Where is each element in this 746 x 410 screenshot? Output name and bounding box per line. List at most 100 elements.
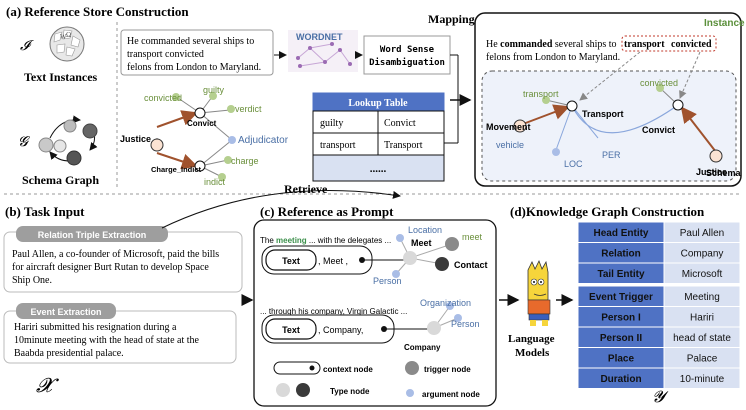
node-verdict: verdict [235, 104, 262, 114]
kg-value-text: Paul Allen [680, 228, 724, 239]
node-organization: Organization [420, 298, 471, 308]
schema-node-per: PER [602, 150, 621, 160]
text-node-1 [265, 249, 317, 271]
event-text-line: 10minute meeting with the head of state … [14, 335, 200, 346]
text-node-2 [265, 318, 317, 340]
svg-text:Ω: Ω [66, 31, 71, 39]
meet-graph [392, 234, 459, 278]
schema-label: Schema [706, 168, 742, 178]
schema-node-transport-small: transport [523, 89, 559, 99]
sentence-line-1: He commanded several ships to [127, 36, 254, 47]
legend [273, 361, 419, 397]
text-instances-symbol: 𝓘 [20, 39, 34, 54]
schema-graph-label: Schema Graph [22, 173, 99, 187]
x-symbol: 𝓧 [36, 375, 59, 397]
wordnet-icon [288, 30, 358, 72]
instance-sentence-line-1: He commanded several ships to [486, 39, 617, 50]
section-c-title: (c) Reference as Prompt [260, 204, 394, 219]
kg-value-text: Meeting [684, 292, 720, 303]
schema-node-justice: Justice [696, 167, 727, 177]
kg-key-text: Duration [600, 374, 641, 385]
instance-transport: transport [624, 39, 665, 50]
node-location: Location [408, 225, 442, 235]
node-person-1: Person [373, 276, 402, 286]
schema-node-movement: Movement [486, 122, 531, 132]
kg-value-cell [663, 367, 741, 389]
node-charge-indict: Charge_Indict [151, 165, 202, 174]
node-meet-small: meet [462, 232, 483, 242]
lookup-ellipsis: ...... [370, 163, 387, 175]
node-adjudicator: Adjudicator [238, 135, 289, 146]
lookup-table-footer [312, 154, 445, 182]
lookup-cell: transport [320, 140, 356, 151]
wikipedia-globe-icon: W Ω [49, 26, 85, 62]
node-convicted: convicted [144, 93, 182, 103]
instance-label: Instance [704, 18, 745, 29]
text-node-label: Text [282, 325, 300, 335]
instance-sentence-line-2: felons from London to Maryland. [486, 52, 620, 63]
schema-node-vehicle: vehicle [496, 140, 524, 150]
kg-key-text: Place [608, 354, 635, 365]
relation-text-line: for aircraft designer Burt Rutan to deve… [12, 262, 209, 273]
svg-text:W: W [60, 33, 67, 41]
kg-key-text: Person II [600, 333, 642, 344]
schema-graph-symbol: 𝓖 [18, 135, 30, 150]
justice-graph [150, 92, 236, 181]
kg-key-text: Relation [601, 249, 640, 260]
kg-key-text: Person I [601, 313, 641, 324]
retrieve-label: Retrieve [284, 182, 328, 196]
node-guilty: guilty [203, 85, 225, 95]
node-charge: charge [231, 156, 259, 166]
node-company: Company [404, 343, 441, 352]
kg-value-text: Palace [687, 354, 718, 365]
wsd-label-1: Word Sense [380, 45, 435, 55]
text-node-label: Text [282, 256, 300, 266]
wordnet-label: WORDNET [296, 32, 343, 42]
event-label-pill [16, 303, 116, 319]
y-symbol: 𝓨 [652, 389, 669, 406]
event-text-line: Hariri submitted his resignation during … [14, 322, 177, 333]
section-d-title: (d)Knowledge Graph Construction [510, 204, 705, 219]
lm-label-2: Models [515, 347, 550, 359]
legend-trigger: trigger node [424, 365, 471, 374]
event-text-line: Baabda presidential palace. [14, 348, 124, 359]
language-model-character-icon [527, 260, 551, 326]
relation-text-line: Ship One. [12, 275, 52, 286]
node-contact: Contact [454, 260, 488, 270]
schema-graph [513, 84, 723, 163]
schema-node-transport: Transport [582, 109, 624, 119]
schema-node-loc: LOC [564, 159, 583, 169]
lookup-table-title: Lookup Table [348, 98, 408, 109]
kg-value-text: Company [681, 249, 724, 260]
wsd-label-2: Disambiguation [369, 57, 445, 68]
wsd-box [363, 35, 451, 75]
sentence-line-3: felons from London to Maryland. [127, 62, 261, 73]
company-graph [427, 302, 462, 335]
highlight-box [621, 35, 717, 52]
node-person-2: Person [451, 319, 480, 329]
schema-node-convicted: convicted [640, 78, 678, 88]
kg-value-text: Hariri [690, 313, 714, 324]
kg-key-text: Event Trigger [589, 292, 653, 303]
company-text: , Company, [318, 325, 363, 335]
node-convict: Convict [187, 119, 217, 128]
event-box [3, 310, 237, 364]
sentence-box [120, 29, 274, 76]
lookup-cell: Transport [384, 140, 423, 151]
legend-context: context node [323, 365, 373, 374]
node-justice: Justice [120, 134, 151, 144]
kg-value-text: 10-minute [680, 374, 725, 385]
instance-convicted: convicted [671, 39, 712, 50]
section-a-title: (a) Reference Store Construction [6, 4, 189, 19]
kg-value-text: Microsoft [682, 269, 723, 280]
lookup-cell: guilty [320, 118, 343, 129]
kg-key-text: Tail Entity [597, 269, 644, 280]
kg-value-cell [663, 262, 741, 284]
node-meet: Meet [411, 238, 432, 248]
lm-label-1: Language [508, 333, 555, 345]
kg-key-text: Head Entity [593, 228, 648, 239]
